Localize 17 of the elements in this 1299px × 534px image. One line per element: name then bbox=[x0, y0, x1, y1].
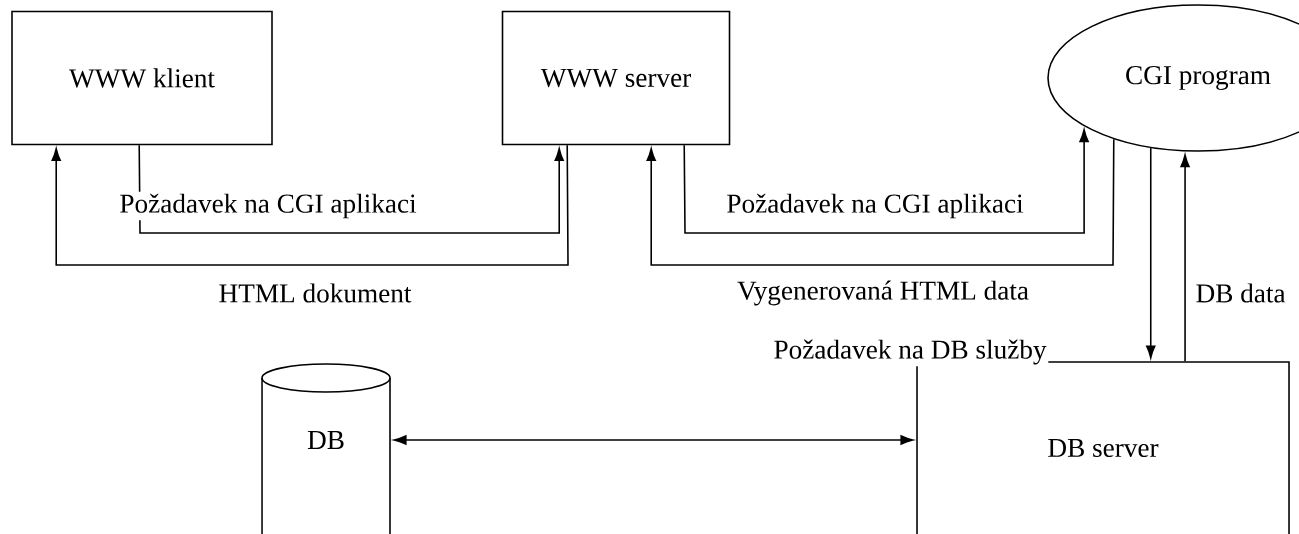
arrow bbox=[646, 138, 1115, 266]
database-cylinder: DB bbox=[261, 363, 391, 534]
edge-label: Požadavek na CGI aplikaci bbox=[117, 191, 419, 221]
arrow bbox=[393, 435, 914, 445]
edge-label: HTML dokument bbox=[216, 281, 414, 305]
arrow bbox=[138, 144, 564, 234]
arrow bbox=[51, 144, 569, 266]
arrow bbox=[683, 129, 1089, 234]
node-label: DB bbox=[307, 431, 344, 449]
edge-label: Požadavek na DB služby bbox=[771, 337, 1049, 367]
process-box: WWW klient bbox=[11, 10, 273, 146]
process-box: WWW server bbox=[501, 10, 731, 146]
edge-label: Požadavek na CGI aplikaci bbox=[724, 191, 1026, 221]
arrow bbox=[1180, 154, 1190, 362]
edge-label: DB data bbox=[1193, 281, 1288, 305]
arrow bbox=[1146, 147, 1156, 359]
edge-label: Vygenerovaná HTML data bbox=[735, 278, 1031, 308]
